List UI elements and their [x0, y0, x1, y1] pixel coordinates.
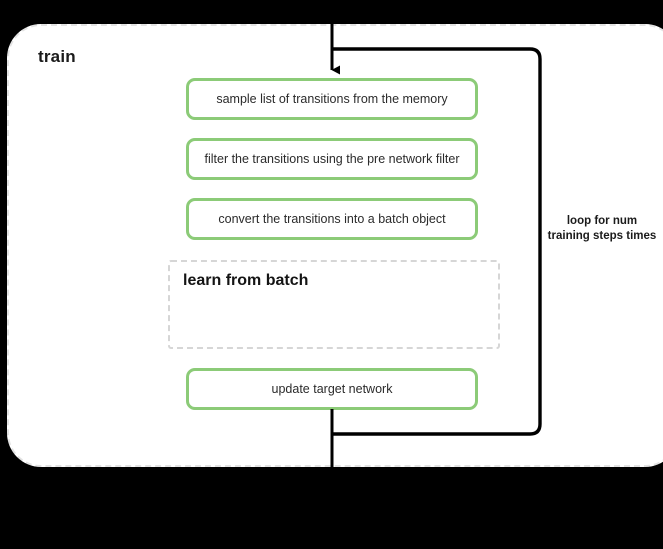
step-box-convert-batch[interactable]: convert the transitions into a batch obj…: [186, 198, 478, 240]
step-label: sample list of transitions from the memo…: [216, 91, 448, 106]
group-title: learn from batch: [183, 272, 309, 289]
step-label: update target network: [271, 381, 393, 396]
group-box-learn-from-batch[interactable]: learn from batch: [168, 260, 500, 349]
step-label: convert the transitions into a batch obj…: [218, 211, 446, 226]
step-label: filter the transitions using the pre net…: [204, 151, 460, 166]
step-box-filter-transitions[interactable]: filter the transitions using the pre net…: [186, 138, 478, 180]
page-title: train: [38, 47, 76, 66]
step-box-sample-transitions[interactable]: sample list of transitions from the memo…: [186, 78, 478, 120]
step-box-update-target-network[interactable]: update target network: [186, 368, 478, 410]
loop-label: loop for num training steps times: [547, 215, 657, 243]
